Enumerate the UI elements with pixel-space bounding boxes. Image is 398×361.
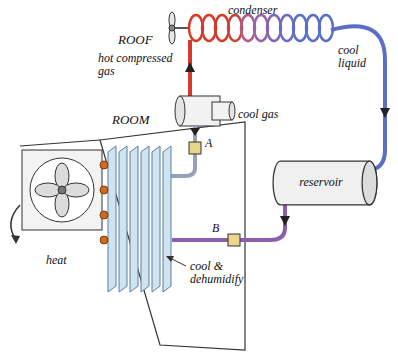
evaporator-fin xyxy=(119,146,127,292)
part-label: B xyxy=(212,222,219,235)
airflow-arrow xyxy=(11,205,20,240)
part-label: ROOM xyxy=(112,113,150,127)
evaporator-fin xyxy=(108,146,116,292)
cool-liquid-pipe xyxy=(331,26,385,170)
cylinder-body xyxy=(273,161,377,205)
fan-hub xyxy=(169,25,175,31)
cylinder-end xyxy=(362,161,377,205)
evaporator-fin xyxy=(141,146,149,292)
fan-ring xyxy=(30,158,94,222)
airflow-arrow xyxy=(11,235,20,244)
part-label: A xyxy=(205,137,212,150)
label-anchor: cool liquid xyxy=(338,44,378,71)
flow-arrow xyxy=(280,216,290,226)
valve xyxy=(228,234,240,246)
evaporator-fin xyxy=(163,146,171,292)
label-anchor: ROOF xyxy=(118,30,168,48)
part-label: hot compressed gas xyxy=(98,52,184,78)
compressor-motor xyxy=(229,102,235,120)
part-label: condenser xyxy=(228,4,277,17)
label-anchor: A xyxy=(205,133,225,151)
part-label: cool liquid xyxy=(338,44,378,70)
part-label: ROOF xyxy=(118,33,153,47)
room-wall xyxy=(100,122,245,350)
fan-housing xyxy=(22,150,102,230)
part-label: cool & dehumidify xyxy=(190,260,262,286)
compressor xyxy=(175,96,185,126)
fan-blade xyxy=(35,183,61,197)
flow-arrow xyxy=(190,128,200,136)
evaporator-fin xyxy=(130,146,138,292)
label-anchor: B xyxy=(212,218,232,236)
tank-label: reservoir xyxy=(299,176,343,189)
evaporator-fin xyxy=(152,146,160,292)
copper-tube xyxy=(100,211,108,219)
part-label: cool gas xyxy=(238,108,278,121)
part-label: heat xyxy=(46,254,67,267)
reservoir-tank: reservoir xyxy=(272,160,378,206)
room-wall xyxy=(20,140,100,146)
leader-arrow xyxy=(166,256,174,262)
label-anchor: cool gas xyxy=(238,104,298,122)
label-anchor: condenser xyxy=(228,0,308,18)
fan-blade xyxy=(63,183,89,197)
valve xyxy=(189,142,201,154)
fan-hub xyxy=(58,186,66,194)
label-anchor: heat xyxy=(46,250,86,268)
flow-arrow xyxy=(185,62,195,72)
copper-tube xyxy=(100,161,108,169)
label-anchor: ROOM xyxy=(112,110,162,128)
label-anchor: cool & dehumidify xyxy=(190,260,262,287)
copper-tube xyxy=(100,186,108,194)
label-anchor: hot compressed gas xyxy=(98,52,184,79)
flow-arrow xyxy=(380,108,390,118)
copper-tube xyxy=(100,236,108,244)
